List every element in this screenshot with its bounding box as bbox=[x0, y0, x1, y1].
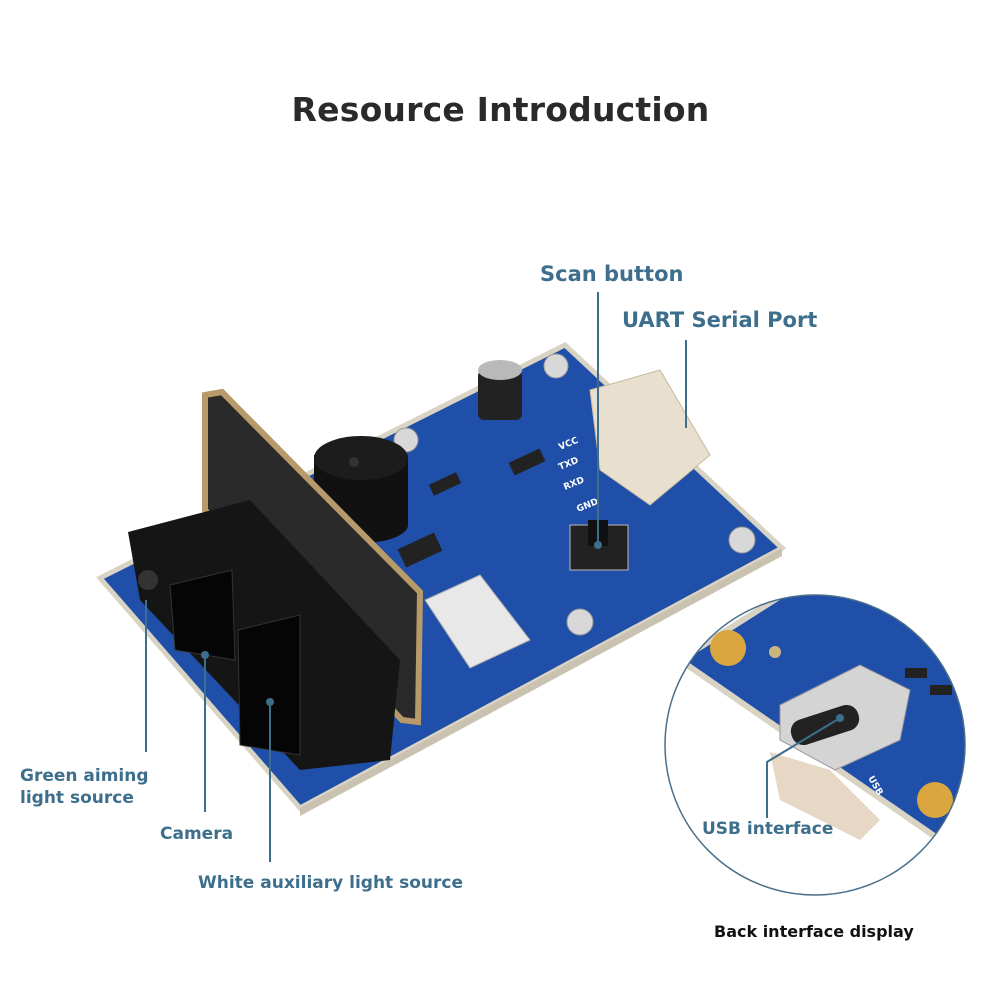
label-green-aiming: Green aiming light source bbox=[20, 766, 149, 808]
mount-hole bbox=[543, 353, 569, 379]
page-title: Resource Introduction bbox=[291, 90, 710, 129]
capacitor bbox=[478, 370, 522, 420]
label-camera: Camera bbox=[160, 824, 234, 844]
label-scan-button: Scan button bbox=[540, 262, 684, 286]
inset-circle bbox=[664, 594, 966, 896]
mount-hole bbox=[728, 526, 756, 554]
mount-hole bbox=[566, 608, 594, 636]
pcb-edge bbox=[300, 548, 782, 816]
label-white-light: White auxiliary light source bbox=[198, 873, 463, 893]
label-back-display: Back interface display bbox=[714, 922, 914, 941]
label-uart: UART Serial Port bbox=[622, 308, 818, 332]
ribbon-connector bbox=[424, 574, 531, 669]
back-inset: USB bbox=[665, 595, 965, 895]
label-usb: USB interface bbox=[702, 819, 834, 839]
